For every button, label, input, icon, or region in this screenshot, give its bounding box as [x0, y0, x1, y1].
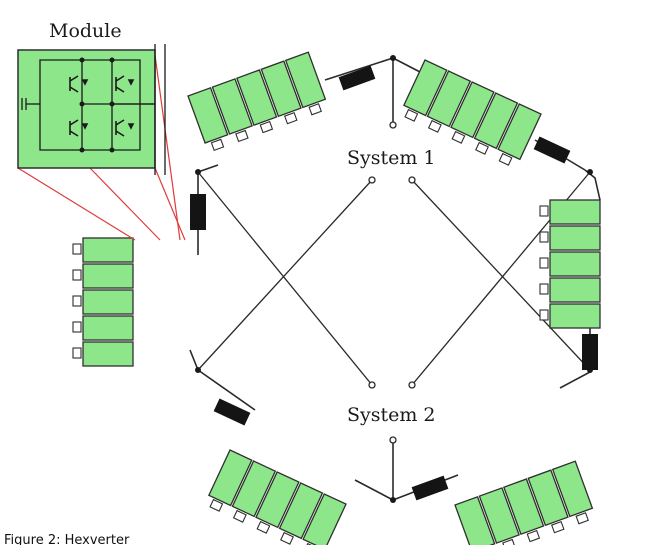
- module-block: [549, 277, 601, 303]
- module-block: [478, 487, 520, 544]
- module-terminal: [72, 347, 82, 359]
- branch-wire-left: [189, 349, 199, 371]
- module-terminal: [451, 130, 466, 144]
- system2-label: System 2: [347, 404, 436, 426]
- module-terminal: [284, 112, 298, 125]
- module-terminal: [259, 120, 274, 134]
- module-stack-bottom-left: [208, 449, 347, 545]
- module-block: [82, 341, 134, 367]
- module-block: [473, 92, 519, 150]
- module-block: [82, 263, 134, 289]
- module-terminal: [575, 512, 589, 525]
- module-terminal: [72, 243, 82, 255]
- module-terminal: [475, 141, 489, 155]
- module-block: [426, 70, 472, 128]
- branch-wire-bottom-right: [559, 371, 591, 389]
- module-terminal: [427, 119, 442, 133]
- terminals: [368, 121, 416, 444]
- zoom-lines: [17, 54, 186, 241]
- module-terminal: [539, 309, 549, 321]
- module-terminal: [280, 531, 294, 545]
- module-terminal: [210, 138, 225, 152]
- terminal-system2-right: [408, 381, 416, 389]
- module-detail-box: [17, 49, 156, 169]
- module-terminal: [539, 283, 549, 295]
- module-block: [549, 303, 601, 329]
- module-stacks: [72, 51, 601, 545]
- module-block: [187, 86, 229, 144]
- igbt-switches: [69, 75, 135, 137]
- inductors: [190, 65, 598, 501]
- module-terminal: [72, 269, 82, 281]
- module-block: [255, 471, 300, 529]
- branch-wire-top-left: [197, 164, 219, 173]
- module-block: [549, 251, 601, 277]
- module-stack-right: [539, 199, 601, 329]
- terminal-system1-left: [368, 176, 376, 184]
- module-terminal: [72, 295, 82, 307]
- module-stack-left: [72, 237, 134, 367]
- inductor-bottom-right: [411, 475, 449, 501]
- module-stack-top-right: [403, 59, 542, 166]
- module-detail: [17, 44, 166, 175]
- module-terminal: [72, 321, 82, 333]
- figure-caption: Figure 2: Hexverter: [4, 533, 130, 545]
- module-terminal: [404, 108, 419, 122]
- module-block: [82, 237, 134, 263]
- terminal-system2-bottom: [389, 436, 397, 444]
- module-terminal: [498, 152, 513, 166]
- module-terminal: [235, 129, 249, 143]
- module-label: Module: [49, 20, 122, 42]
- module-block: [450, 81, 495, 139]
- module-block: [211, 78, 253, 135]
- module-block: [236, 69, 278, 127]
- module-terminal: [256, 520, 271, 534]
- terminal-system1-top: [389, 121, 397, 129]
- inductor-top-left: [338, 65, 376, 91]
- branch-wire-bottom-left-2: [197, 369, 256, 411]
- module-block: [403, 59, 448, 117]
- module-block: [278, 482, 324, 540]
- module-block: [260, 60, 302, 118]
- inductor-left: [190, 194, 206, 230]
- module-terminal: [539, 231, 549, 243]
- branch-wire-bottom-left: [354, 479, 394, 501]
- module-stack-top-left: [187, 51, 327, 152]
- module-terminal: [232, 509, 247, 523]
- module-block: [454, 495, 496, 545]
- system1-label: System 1: [347, 147, 436, 169]
- module-block: [497, 103, 542, 161]
- module-block: [549, 225, 601, 251]
- module-terminal: [209, 498, 224, 512]
- module-terminal: [551, 521, 565, 534]
- module-block: [208, 449, 253, 507]
- module-block: [503, 478, 545, 536]
- inductor-right: [582, 334, 598, 370]
- module-terminal: [308, 103, 322, 116]
- module-block: [527, 469, 569, 527]
- module-block: [551, 460, 594, 518]
- module-block: [549, 199, 601, 225]
- module-terminal: [539, 257, 549, 269]
- terminal-system2-left: [368, 381, 376, 389]
- module-block: [231, 460, 277, 518]
- module-block: [302, 493, 347, 545]
- module-block: [82, 315, 134, 341]
- module-terminal: [526, 529, 541, 543]
- module-stack-bottom-right: [454, 460, 594, 545]
- cross-connections: [197, 171, 591, 386]
- inductor-bottom-left: [213, 398, 251, 426]
- module-terminal: [539, 205, 549, 217]
- branch-wire-top-left-2: [324, 57, 394, 81]
- module-block: [82, 289, 134, 315]
- inductor-top-right: [533, 136, 571, 164]
- terminal-system1-right: [408, 176, 416, 184]
- module-block: [284, 51, 327, 109]
- branch-wire-top-right: [392, 57, 421, 73]
